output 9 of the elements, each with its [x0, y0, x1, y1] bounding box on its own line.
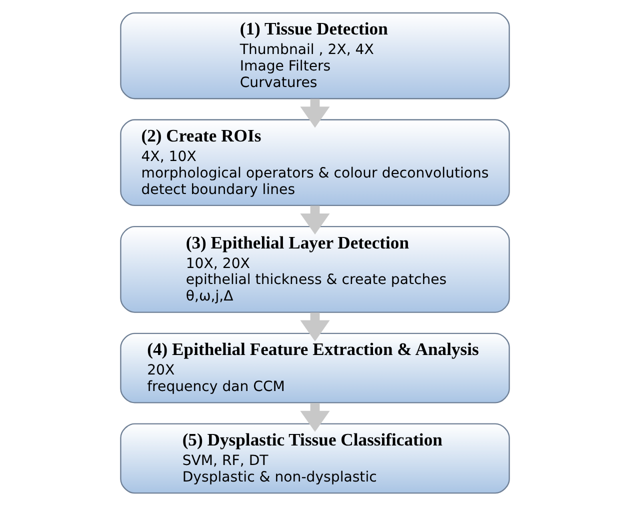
node-box: (4) Epithelial Feature Extraction & Analysis 20X frequency dan CCM: [120, 332, 510, 404]
arrow: [300, 206, 330, 235]
node-box: (5) Dysplastic Tissue Classification SVM, RF, DT Dysplastic & non-dysplastic: [120, 423, 510, 494]
node-box: (1) Tissue Detection Thumbnail , 2X, 4X Image Filters Curvatures: [120, 12, 510, 100]
arrow: [300, 403, 330, 432]
arrow: [300, 312, 330, 342]
arrow: [300, 98, 330, 128]
node-box: (3) Epithelial Layer Detection 10X, 20X epithelial thickness & create patches θ,ω,j,Δ: [120, 226, 510, 313]
node-box: (2) Create ROIs 4X, 10X morphological operators & colour deconvolutions detect boundary lines: [120, 119, 510, 206]
